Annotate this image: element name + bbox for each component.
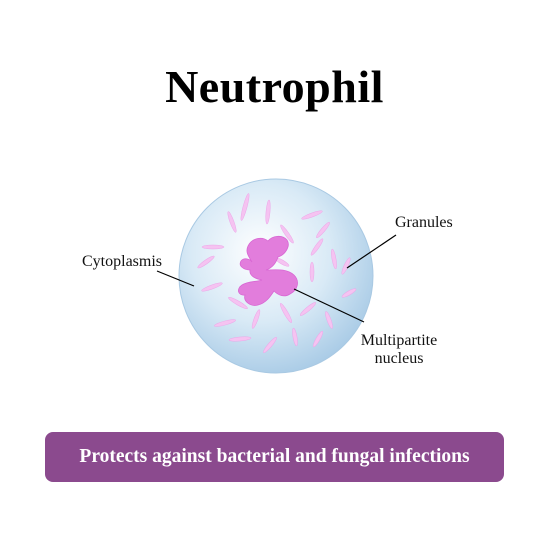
granule	[279, 303, 293, 323]
granule	[341, 288, 357, 298]
granule	[240, 193, 250, 221]
granule	[299, 302, 317, 316]
granule	[251, 309, 261, 329]
info-banner: Protects against bacterial and fungal in…	[45, 432, 504, 482]
granule	[280, 224, 294, 244]
nucleus-label-line1: Multipartite	[360, 332, 438, 349]
granule	[227, 211, 237, 233]
granule	[325, 311, 333, 329]
granules-group	[197, 193, 357, 354]
granules-leader	[346, 234, 397, 269]
nucleus-leader	[293, 288, 365, 323]
granule	[228, 296, 248, 310]
nucleus-label: Multipartite nucleus	[357, 332, 441, 368]
granule	[201, 244, 225, 250]
nucleus-label-line2: nucleus	[374, 350, 424, 367]
nucleus	[238, 235, 298, 306]
leader-lines	[156, 234, 397, 323]
granule	[331, 248, 337, 270]
granule	[214, 319, 236, 327]
cytoplasm-leader	[156, 270, 195, 287]
granule	[316, 221, 330, 239]
granule	[310, 238, 324, 256]
granules-label: Granules	[395, 214, 453, 231]
granule	[301, 210, 323, 220]
granule	[265, 199, 271, 225]
granule	[228, 336, 252, 342]
banner-text: Protects against bacterial and fungal in…	[79, 446, 470, 467]
cytoplasm-label: Cytoplasmis	[82, 253, 163, 270]
granule	[263, 336, 277, 354]
page-title: Neutrophil	[165, 61, 384, 112]
granule	[292, 327, 298, 347]
granule	[197, 255, 215, 269]
granule	[309, 261, 315, 283]
granule	[312, 330, 324, 348]
granule	[201, 282, 223, 292]
